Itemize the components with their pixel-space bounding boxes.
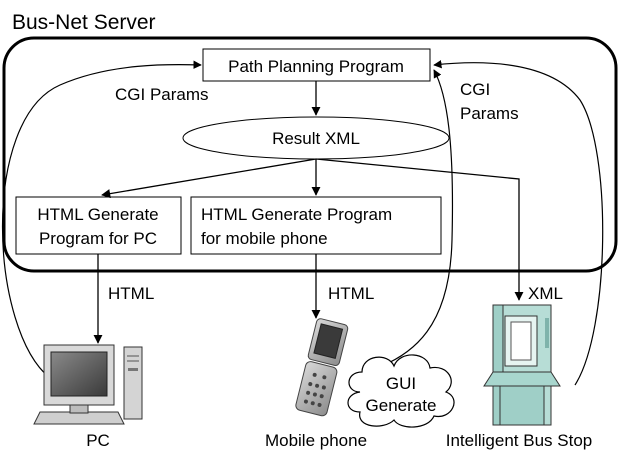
html-gen-pc-node: HTML Generate Program for PC — [15, 196, 182, 255]
cgi-arrows — [1, 60, 604, 386]
xml-label: XML — [528, 284, 563, 303]
html-gen-pc-line2: Program for PC — [39, 229, 157, 248]
gui-generate-cloud: GUI Generate — [347, 354, 455, 428]
html-mobile-label: HTML — [328, 284, 374, 303]
mobile-phone-icon — [295, 318, 349, 417]
html-pc-label: HTML — [108, 284, 154, 303]
result-xml-label: Result XML — [272, 129, 360, 148]
arrow-busstop-cgi — [433, 60, 604, 386]
internal-arrows — [101, 81, 524, 301]
path-planning-label: Path Planning Program — [228, 57, 404, 76]
cloud-line1: GUI — [386, 374, 416, 393]
bus-stop-label: Intelligent Bus Stop — [446, 431, 592, 450]
cgi-params-right-line1: CGI — [460, 80, 490, 99]
cloud-line2: Generate — [366, 396, 437, 415]
html-gen-mobile-line2: for mobile phone — [201, 229, 328, 248]
mobile-phone-label: Mobile phone — [265, 431, 367, 450]
arrow-pc-cgi — [1, 60, 202, 379]
cgi-params-left-label: CGI Params — [115, 85, 209, 104]
server-title: Bus-Net Server — [12, 11, 156, 34]
arrow-result-to-busstop — [315, 158, 524, 301]
bus-stop-icon — [483, 304, 561, 426]
cgi-params-right-line2: Params — [460, 104, 519, 123]
arrow-result-to-pc-gen — [101, 158, 317, 199]
pc-label: PC — [86, 431, 110, 450]
server-boundary — [2, 36, 618, 273]
output-arrows — [93, 254, 321, 344]
arrow-phone-cgi — [352, 69, 454, 376]
pc-icon — [33, 344, 143, 425]
html-gen-mobile-node: HTML Generate Program for mobile phone — [190, 196, 442, 255]
result-xml-node: Result XML — [182, 116, 450, 160]
path-planning-node: Path Planning Program — [202, 48, 431, 82]
html-gen-mobile-line1: HTML Generate Program — [201, 205, 392, 224]
html-gen-pc-line1: HTML Generate — [37, 205, 158, 224]
